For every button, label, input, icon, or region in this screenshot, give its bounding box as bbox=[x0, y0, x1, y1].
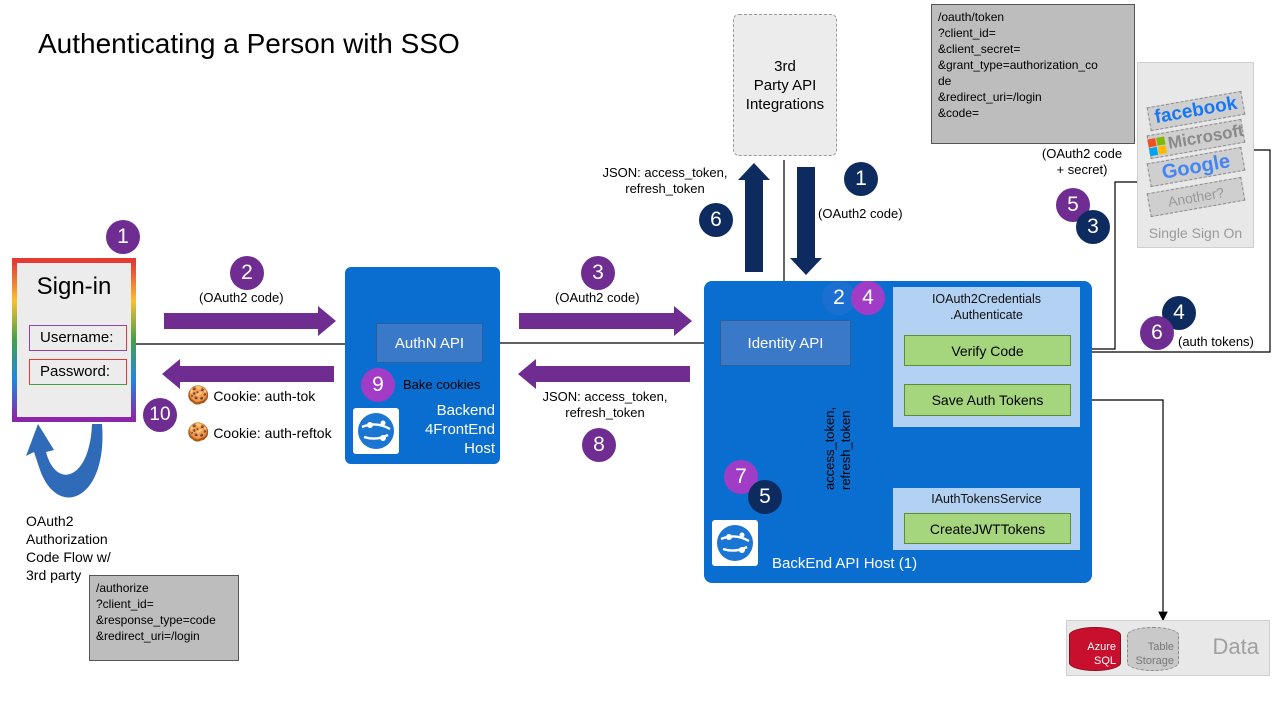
sso-label: Single Sign On bbox=[1148, 225, 1243, 241]
step-badge-3: 3 bbox=[581, 256, 615, 290]
data-label: Data bbox=[1212, 634, 1259, 659]
tokens-service-title: IAuthTokensService bbox=[931, 492, 1042, 506]
step-badge-6-navy: 6 bbox=[699, 203, 733, 237]
cookie-label: Cookie: auth-tok bbox=[213, 388, 316, 404]
step-badge-2-blue: 2 bbox=[822, 281, 856, 315]
backend-host-label: Backend 4FrontEnd Host bbox=[424, 402, 495, 457]
data-panel: Azure SQL Table Storage Data bbox=[1066, 620, 1270, 676]
step-badge-9: 9 bbox=[361, 368, 395, 402]
save-auth-tokens-box: Save Auth Tokens bbox=[904, 384, 1071, 416]
step-badge-1-navy: 1 bbox=[844, 162, 878, 196]
oauth-secret-label: (OAuth2 code + secret) bbox=[1041, 146, 1123, 177]
authorize-note: /authorize ?client_id= &response_type=co… bbox=[89, 575, 239, 661]
identity-api-box: Identity API bbox=[720, 320, 851, 366]
step-badge-5-navy: 5 bbox=[748, 480, 782, 514]
username-field[interactable]: Username: bbox=[29, 325, 127, 351]
arrow-step-6-up bbox=[738, 163, 770, 272]
step-badge-6: 6 bbox=[1140, 316, 1174, 350]
sso-panel: facebook Microsoft Google Another? Singl… bbox=[1137, 62, 1254, 248]
credentials-service-panel: IOAuth2Credentials .Authenticate Verify … bbox=[893, 287, 1080, 427]
step-badge-4-purple: 4 bbox=[851, 281, 885, 315]
arrow-step-2 bbox=[164, 306, 336, 336]
tokens-service-panel: IAuthTokensService CreateJWTTokens bbox=[893, 488, 1080, 550]
oauth-loop-arrow bbox=[26, 424, 103, 498]
authn-api-box: AuthN API bbox=[376, 323, 483, 363]
signin-card[interactable]: Sign-in Username: Password: bbox=[12, 258, 136, 422]
arrow-step-1-down bbox=[790, 167, 822, 275]
api-host-label: BackEnd API Host (1) bbox=[772, 555, 918, 572]
azure-sql-icon: Azure SQL bbox=[1069, 627, 1121, 671]
app-service-icon bbox=[712, 520, 758, 566]
microsoft-icon bbox=[1147, 136, 1167, 156]
json-tokens-label-8: JSON: access_token, refresh_token bbox=[542, 389, 668, 420]
step-badge-1: 1 bbox=[106, 220, 140, 254]
password-field[interactable]: Password: bbox=[29, 359, 127, 385]
step-badge-8: 8 bbox=[582, 428, 616, 462]
cookie-auth-reftok: 🍪 Cookie: auth-reftok bbox=[187, 422, 332, 443]
create-jwt-tokens-box: CreateJWTTokens bbox=[904, 513, 1071, 544]
json-tokens-label-6: JSON: access_token, refresh_token bbox=[602, 165, 728, 196]
cookie-auth-tok: 🍪 Cookie: auth-tok bbox=[187, 385, 315, 406]
token-note: /oauth/token ?client_id= &client_secret=… bbox=[931, 4, 1135, 144]
step-badge-10: 10 bbox=[143, 398, 177, 432]
oauth-flow-label: OAuth2 Authorization Code Flow w/ 3rd pa… bbox=[26, 513, 111, 583]
step-badge-7: 7 bbox=[724, 460, 758, 494]
cookie-icon: 🍪 bbox=[187, 385, 210, 405]
oauth-code-label-3: (OAuth2 code) bbox=[555, 290, 640, 305]
vertical-tokens-label: access_token, refresh_token bbox=[822, 406, 853, 490]
step-badge-4-navy: 4 bbox=[1162, 296, 1196, 330]
arrow-step-3 bbox=[519, 306, 692, 336]
verify-code-box: Verify Code bbox=[904, 335, 1071, 366]
cookie-icon: 🍪 bbox=[187, 422, 210, 442]
app-service-icon bbox=[353, 408, 399, 454]
table-storage-icon: Table Storage bbox=[1127, 627, 1179, 671]
step-badge-2: 2 bbox=[230, 256, 264, 290]
oauth-code-label-1: (OAuth2 code) bbox=[818, 206, 903, 221]
arrow-step-8 bbox=[518, 359, 690, 389]
credentials-service-title: IOAuth2Credentials .Authenticate bbox=[931, 292, 1042, 322]
third-party-box: 3rd Party API Integrations bbox=[733, 14, 837, 156]
signin-title: Sign-in bbox=[36, 273, 112, 300]
cookie-label: Cookie: auth-reftok bbox=[213, 425, 332, 441]
page-title: Authenticating a Person with SSO bbox=[38, 28, 460, 59]
auth-tokens-label: (auth tokens) bbox=[1178, 334, 1254, 349]
oauth-code-label-2: (OAuth2 code) bbox=[199, 290, 284, 305]
step-badge-3-navy: 3 bbox=[1076, 210, 1110, 244]
bake-cookies-label: Bake cookies bbox=[403, 377, 481, 392]
